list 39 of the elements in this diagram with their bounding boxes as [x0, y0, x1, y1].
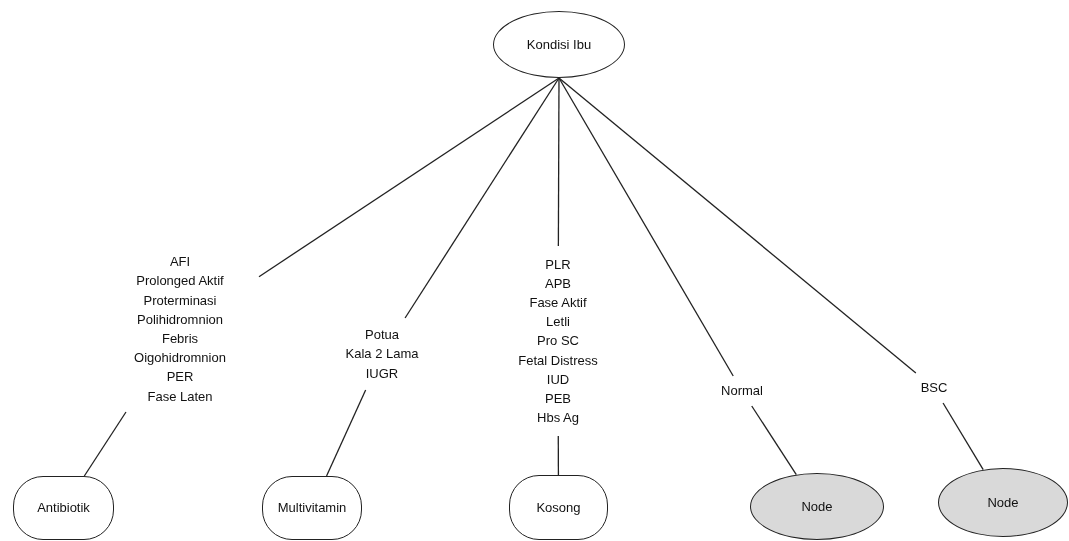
condition-text: Fase Laten: [147, 387, 213, 406]
node-label: Node: [801, 497, 833, 516]
condition-text: Polihidromnion: [137, 310, 223, 329]
connector-line: [557, 435, 560, 476]
condition-text: IUGR: [365, 364, 399, 383]
condition-text: APB: [545, 274, 571, 293]
node-label: Kosong: [536, 498, 581, 517]
node-label: Node: [987, 493, 1019, 512]
condition-text: Potua: [365, 326, 399, 345]
branch-label: BSC: [920, 379, 948, 398]
result-box: [13, 476, 114, 540]
condition-text: PER: [166, 368, 194, 387]
connector-line: [558, 77, 917, 374]
node-label: Multivitamin: [277, 499, 347, 518]
condition-text: AFI: [169, 253, 191, 272]
condition-text: PLR: [545, 255, 571, 274]
condition-text: Fase Aktif: [529, 294, 587, 312]
connector-line: [404, 77, 560, 319]
condition-text: Kala 2 Lama: [345, 345, 419, 364]
condition-text: IUD: [546, 370, 570, 389]
condition-text: Oigohidromnion: [134, 349, 226, 368]
result-box: [509, 475, 608, 540]
condition-text: Letli: [546, 313, 570, 332]
connector-line: [258, 77, 560, 278]
condition-text: Hbs Ag: [537, 409, 579, 428]
condition-text: Proterminasi: [143, 291, 217, 310]
condition-text: PEB: [545, 390, 571, 408]
connector-line: [558, 77, 734, 377]
condition-text: Febris: [161, 330, 199, 348]
connector-line: [325, 389, 367, 477]
connector-line: [83, 411, 127, 477]
result-box: [262, 476, 362, 540]
condition-text: Fetal Distress: [518, 351, 598, 370]
node-label: Antibiotik: [37, 499, 90, 518]
condition-text: Prolonged Aktif: [136, 272, 224, 291]
branch-label: Normal: [721, 382, 763, 401]
node-label: Kondisi Ibu: [526, 35, 592, 54]
condition-text: Pro SC: [537, 332, 579, 351]
connector-line: [557, 77, 560, 247]
